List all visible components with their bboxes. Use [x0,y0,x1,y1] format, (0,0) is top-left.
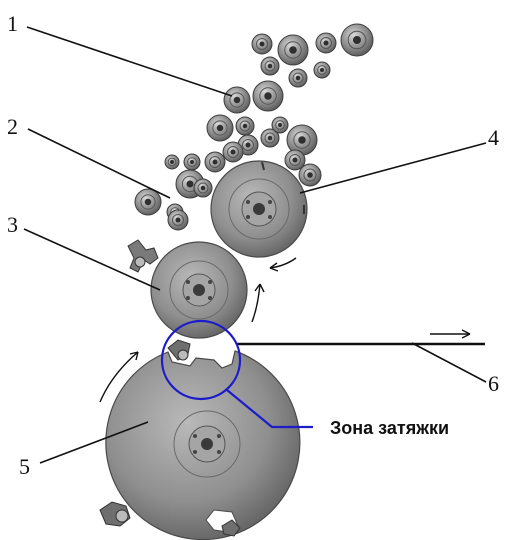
ink-roller [167,209,189,231]
ink-roller [313,61,331,79]
cylinder-5 [99,339,301,540]
ink-roller [340,23,374,57]
ink-roller [277,34,309,66]
label-3: 3 [7,212,18,237]
zone-label: Зона затяжки [330,418,449,438]
ink-roller [164,154,180,170]
ink-roller [260,128,280,148]
ink-roller [288,68,308,88]
ink-roller [193,178,213,198]
leader-lines [23,26,487,464]
ink-roller [298,163,322,187]
label-4: 4 [488,125,499,150]
label-6: 6 [488,371,499,396]
cylinder-4 [210,160,308,258]
ink-roller [134,188,162,216]
cylinder-3 [127,239,248,339]
ink-roller [222,141,244,163]
ink-roller [204,151,226,173]
ink-roller [315,32,337,54]
web-line [236,329,485,346]
ink-roller [235,116,255,136]
label-5: 5 [19,454,30,479]
ink-roller [206,114,234,142]
nip-zone-highlight [160,319,313,429]
label-1: 1 [7,11,18,36]
ink-roller [286,124,318,156]
rotation-arrows [99,257,297,403]
ink-roller [271,116,289,134]
ink-roller-train [134,23,374,231]
label-2: 2 [7,114,18,139]
ink-roller [251,33,273,55]
ink-roller [252,80,284,112]
ink-roller [223,86,251,114]
ink-roller [183,153,201,171]
ink-roller [284,149,306,171]
ink-roller [260,56,280,76]
